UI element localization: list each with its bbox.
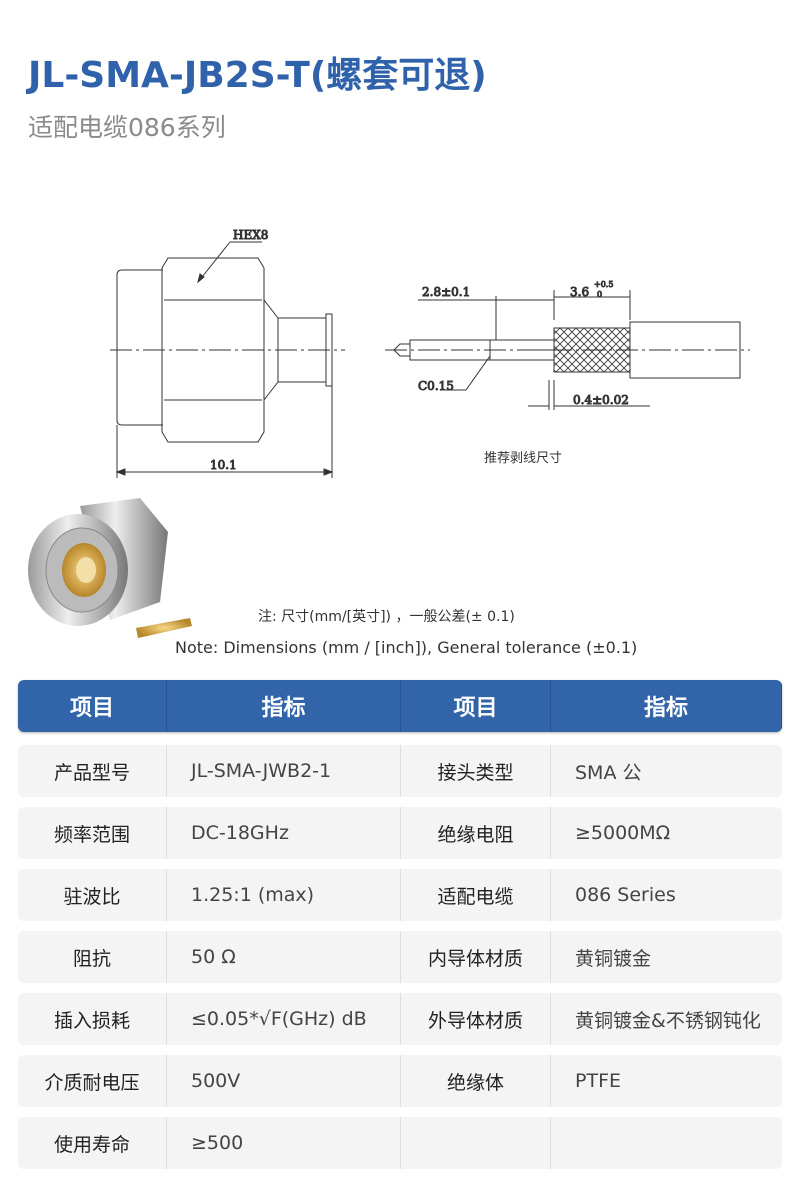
header-item: 项目 bbox=[401, 680, 551, 732]
spec-name: 介质耐电压 bbox=[18, 1055, 167, 1107]
hex-label: HEX8 bbox=[233, 228, 268, 242]
spec-value: 500V bbox=[167, 1055, 401, 1107]
chamfer-label: C0.15 bbox=[418, 379, 454, 393]
spec-value: 黄铜镀金&不锈钢钝化 bbox=[575, 1009, 761, 1032]
spec-value: 086 Series bbox=[575, 884, 676, 906]
spec-name: 外导体材质 bbox=[401, 993, 551, 1045]
technical-drawing: HEX8 10.1 2.8±0.1 3.6 +0.5 0 C0.15 0.4±0… bbox=[110, 228, 750, 478]
spec-value: ≤0.05*√F(GHz) dB bbox=[167, 993, 401, 1045]
table-header: 项目 指标 项目 指标 bbox=[18, 680, 782, 732]
note-en: Note: Dimensions (mm / [inch]), General … bbox=[175, 638, 638, 657]
strip-b-tol-lower: 0 bbox=[597, 290, 602, 299]
table-row: 使用寿命≥500 bbox=[18, 1117, 782, 1169]
spec-name: 阻抗 bbox=[18, 931, 167, 983]
spec-name: 频率范围 bbox=[18, 807, 167, 859]
spec-value: 1.25:1 (max) bbox=[167, 869, 401, 921]
spec-value: DC-18GHz bbox=[167, 807, 401, 859]
spec-name bbox=[401, 1117, 551, 1169]
length-label: 10.1 bbox=[210, 458, 237, 472]
spec-name: 产品型号 bbox=[18, 745, 167, 797]
spec-value: 黄铜镀金 bbox=[575, 947, 652, 970]
page-subtitle: 适配电缆086系列 bbox=[28, 113, 226, 142]
spec-name: 适配电缆 bbox=[401, 869, 551, 921]
spec-name: 驻波比 bbox=[18, 869, 167, 921]
spec-value: 50 Ω bbox=[167, 931, 401, 983]
spec-name: 绝缘体 bbox=[401, 1055, 551, 1107]
spec-name: 使用寿命 bbox=[18, 1117, 167, 1169]
spec-value: PTFE bbox=[575, 1070, 621, 1092]
header-item: 项目 bbox=[18, 680, 167, 732]
spec-name: 绝缘电阻 bbox=[401, 807, 551, 859]
spec-value bbox=[551, 1117, 782, 1169]
strip-caption: 推荐剥线尺寸 bbox=[484, 451, 562, 466]
strip-b-label: 3.6 bbox=[570, 285, 589, 299]
spec-name: 内导体材质 bbox=[401, 931, 551, 983]
spec-name: 插入损耗 bbox=[18, 993, 167, 1045]
spec-name: 接头类型 bbox=[401, 745, 551, 797]
strip-a-label: 2.8±0.1 bbox=[422, 285, 470, 299]
connector-side-view bbox=[110, 241, 345, 478]
header-spec: 指标 bbox=[551, 680, 782, 732]
cable-strip-view bbox=[385, 290, 750, 410]
spec-value: JL-SMA-JWB2-1 bbox=[167, 745, 401, 797]
page-title: JL-SMA-JB2S-T(螺套可退) bbox=[28, 55, 487, 96]
strip-c-label: 0.4±0.02 bbox=[573, 393, 629, 407]
strip-b-tol-upper: +0.5 bbox=[594, 280, 613, 289]
spec-value: ≥500 bbox=[167, 1117, 401, 1169]
spec-value: ≥5000MΩ bbox=[575, 822, 671, 844]
header-spec: 指标 bbox=[167, 680, 401, 732]
spec-value: SMA 公 bbox=[575, 761, 642, 784]
note-cn: 注: 尺寸(mm/[英寸]) ，一般公差(± 0.1) bbox=[258, 609, 515, 625]
product-photo bbox=[28, 498, 192, 638]
